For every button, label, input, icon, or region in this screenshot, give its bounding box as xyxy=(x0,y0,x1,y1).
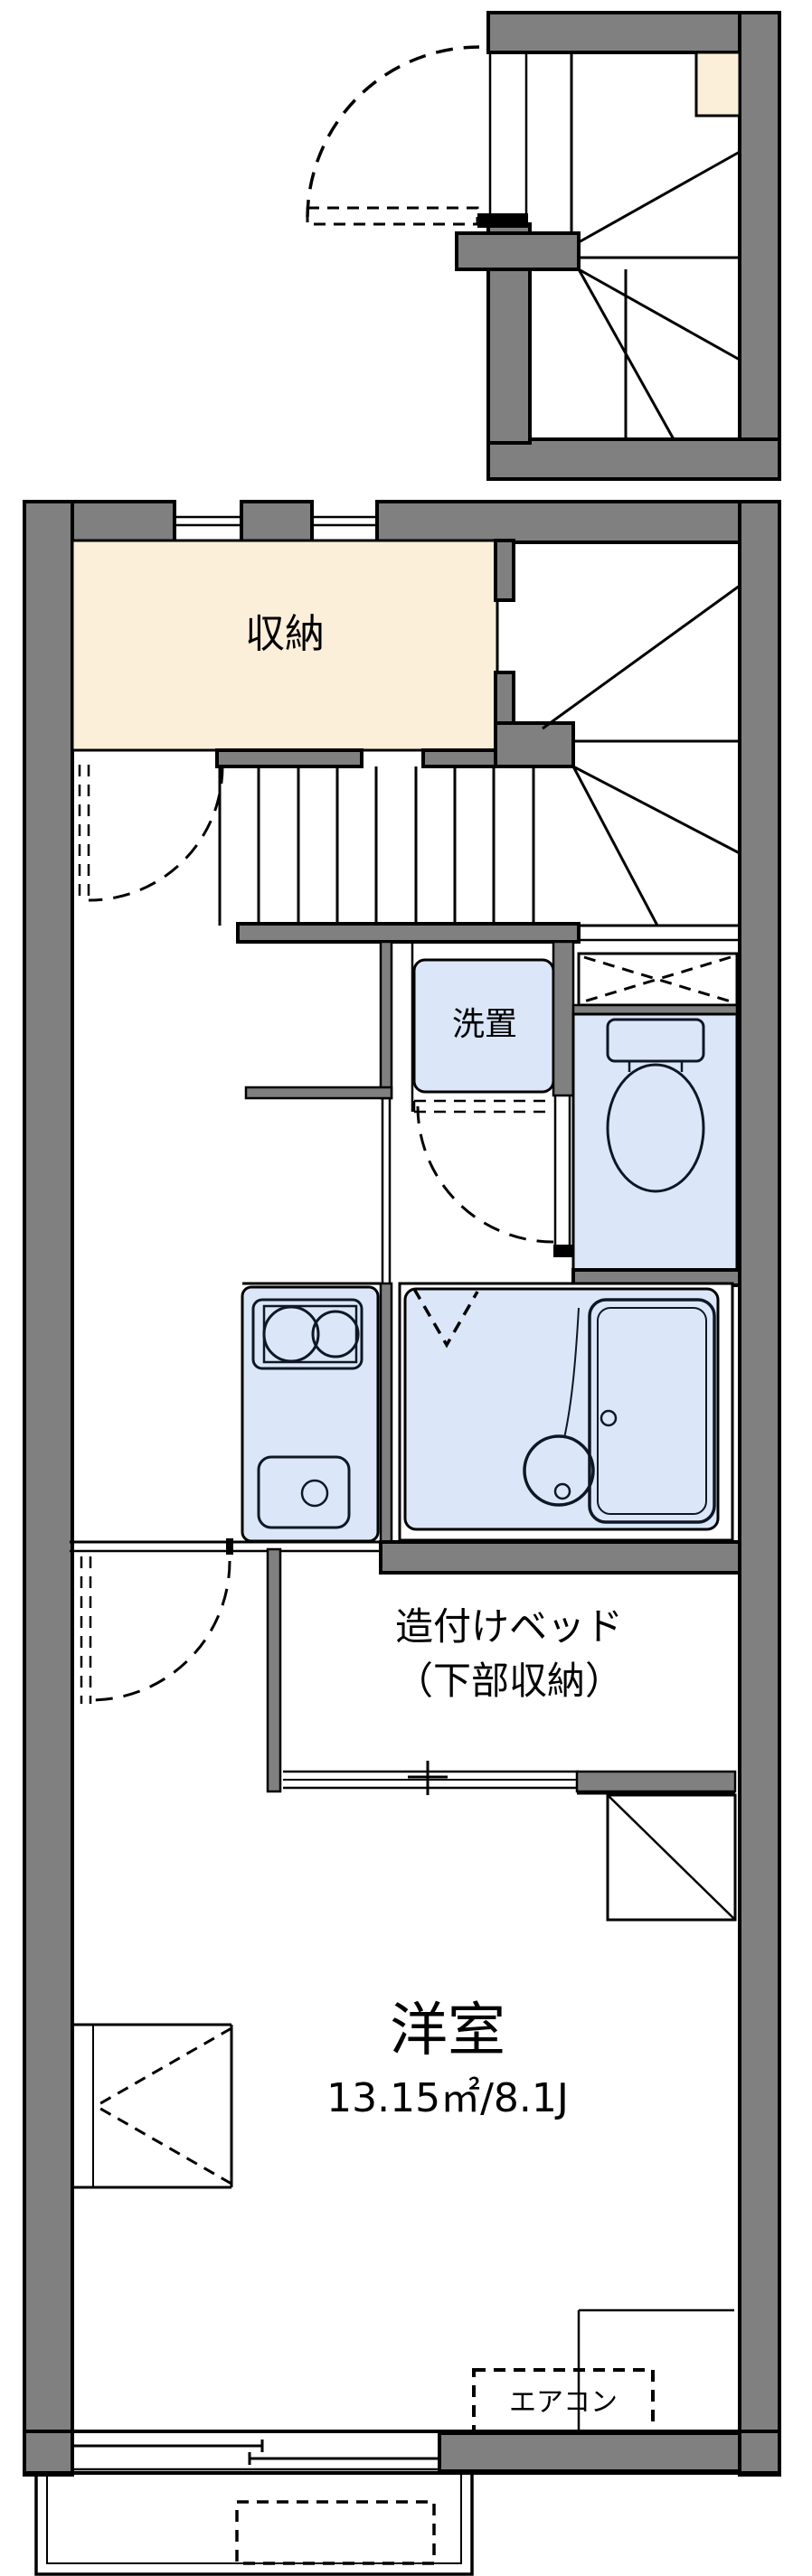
washstand-label: 洗置 xyxy=(451,1006,518,1044)
wall xyxy=(486,437,781,481)
outer-walls xyxy=(23,500,781,2477)
bed-side-wall xyxy=(266,1547,282,1793)
entry-door-leaf xyxy=(306,206,479,226)
pan-cross-mark xyxy=(583,955,732,1003)
top-windows xyxy=(175,515,377,527)
balcony-rail-inner xyxy=(46,2475,462,2564)
kitchen-sink xyxy=(257,1455,351,1529)
wall-right xyxy=(738,500,781,2477)
room-label: 洋室 xyxy=(390,1997,505,2064)
wall xyxy=(379,1540,741,1575)
hall-partitions xyxy=(242,940,393,1285)
wall-stub xyxy=(575,1770,737,1793)
stair-tread xyxy=(572,765,741,855)
aircon-label: エアコン xyxy=(509,2386,618,2419)
wall xyxy=(215,748,364,768)
room-door-swing-arc xyxy=(92,1560,231,1702)
wall-stub xyxy=(553,1245,573,1257)
wall-top xyxy=(240,500,314,544)
storage-floor xyxy=(71,539,499,752)
stove-burner xyxy=(262,1305,320,1363)
stair-tread xyxy=(542,584,741,730)
wall xyxy=(486,11,781,54)
sink-drain xyxy=(300,1479,329,1508)
toilet-bowl xyxy=(606,1063,705,1193)
bathtub-inner xyxy=(597,1307,707,1515)
kitchen xyxy=(241,1282,393,1544)
bed-label-line1: 造付けベッド xyxy=(394,1603,624,1649)
wall xyxy=(379,940,393,1100)
washing-machine-space xyxy=(571,952,739,1016)
built-in-bed-area xyxy=(70,1538,741,1922)
bathtub xyxy=(588,1298,716,1524)
stair-newel-wall xyxy=(455,231,581,271)
wall-top xyxy=(375,500,781,544)
stair-bottom-wall xyxy=(236,922,581,944)
stove-frame xyxy=(251,1298,364,1370)
washstand-room xyxy=(411,940,575,1257)
bathtub-drain xyxy=(600,1409,618,1427)
stove-burner xyxy=(311,1310,360,1359)
wall xyxy=(738,11,781,481)
storage-room xyxy=(71,539,517,902)
balcony xyxy=(34,2475,474,2576)
balcony-rail xyxy=(34,2475,474,2576)
entry-door-swing-arc xyxy=(306,45,480,218)
wall xyxy=(379,1282,393,1544)
wall-bottom xyxy=(438,2431,741,2473)
stair-tread xyxy=(571,766,659,926)
staircase xyxy=(218,584,741,944)
bathroom-floor xyxy=(403,1287,720,1531)
wall xyxy=(552,940,575,1097)
room-size-label: 13.15㎡/8.1J xyxy=(326,2074,569,2121)
upper-stair-treads xyxy=(570,52,741,440)
bathroom xyxy=(398,1282,734,1542)
washing-machine-pan xyxy=(577,952,739,1007)
door-jamb-block xyxy=(226,1538,233,1555)
aircon-box xyxy=(472,2368,655,2435)
toilet-room-floor xyxy=(571,1012,739,1272)
cabinet-door-mark xyxy=(95,2104,232,2186)
wall xyxy=(494,539,515,602)
bed-label-line2: （下部収納） xyxy=(394,1658,624,1703)
wall-left xyxy=(23,500,74,2477)
wall-bottom-edge xyxy=(24,2471,779,2475)
bath-folding-door xyxy=(412,1288,479,1349)
wall xyxy=(494,671,515,730)
shower-hose xyxy=(563,1307,580,1439)
stair-treads-winder xyxy=(542,584,741,926)
storage-label: 収納 xyxy=(245,610,325,657)
counter-void-diagonal xyxy=(607,1794,736,1921)
stair-tread xyxy=(578,268,741,362)
door-hinge-block xyxy=(477,213,528,228)
balcony-dashed-area xyxy=(235,2500,436,2565)
upper-stair-compartment xyxy=(306,11,781,481)
pan-cross-mark xyxy=(583,955,732,1003)
western-room xyxy=(72,2023,734,2435)
toilet-tank xyxy=(606,1018,705,1063)
upper-landing-closet xyxy=(694,51,741,118)
stair-tread xyxy=(578,150,741,244)
cabinet-door-mark xyxy=(95,2026,232,2108)
wall-bottom-edge xyxy=(24,2430,779,2433)
washstand-door-swing-arc xyxy=(416,1105,554,1244)
wash-bowl-drain xyxy=(553,1482,571,1500)
wall xyxy=(244,1086,393,1100)
storage-door-swing-arc xyxy=(88,766,224,902)
stair-newel xyxy=(494,721,575,768)
bottom-window xyxy=(72,2440,439,2471)
wash-bowl xyxy=(523,1434,595,1507)
toilet-room xyxy=(571,1012,741,1287)
stair-treads-straight xyxy=(257,766,535,926)
